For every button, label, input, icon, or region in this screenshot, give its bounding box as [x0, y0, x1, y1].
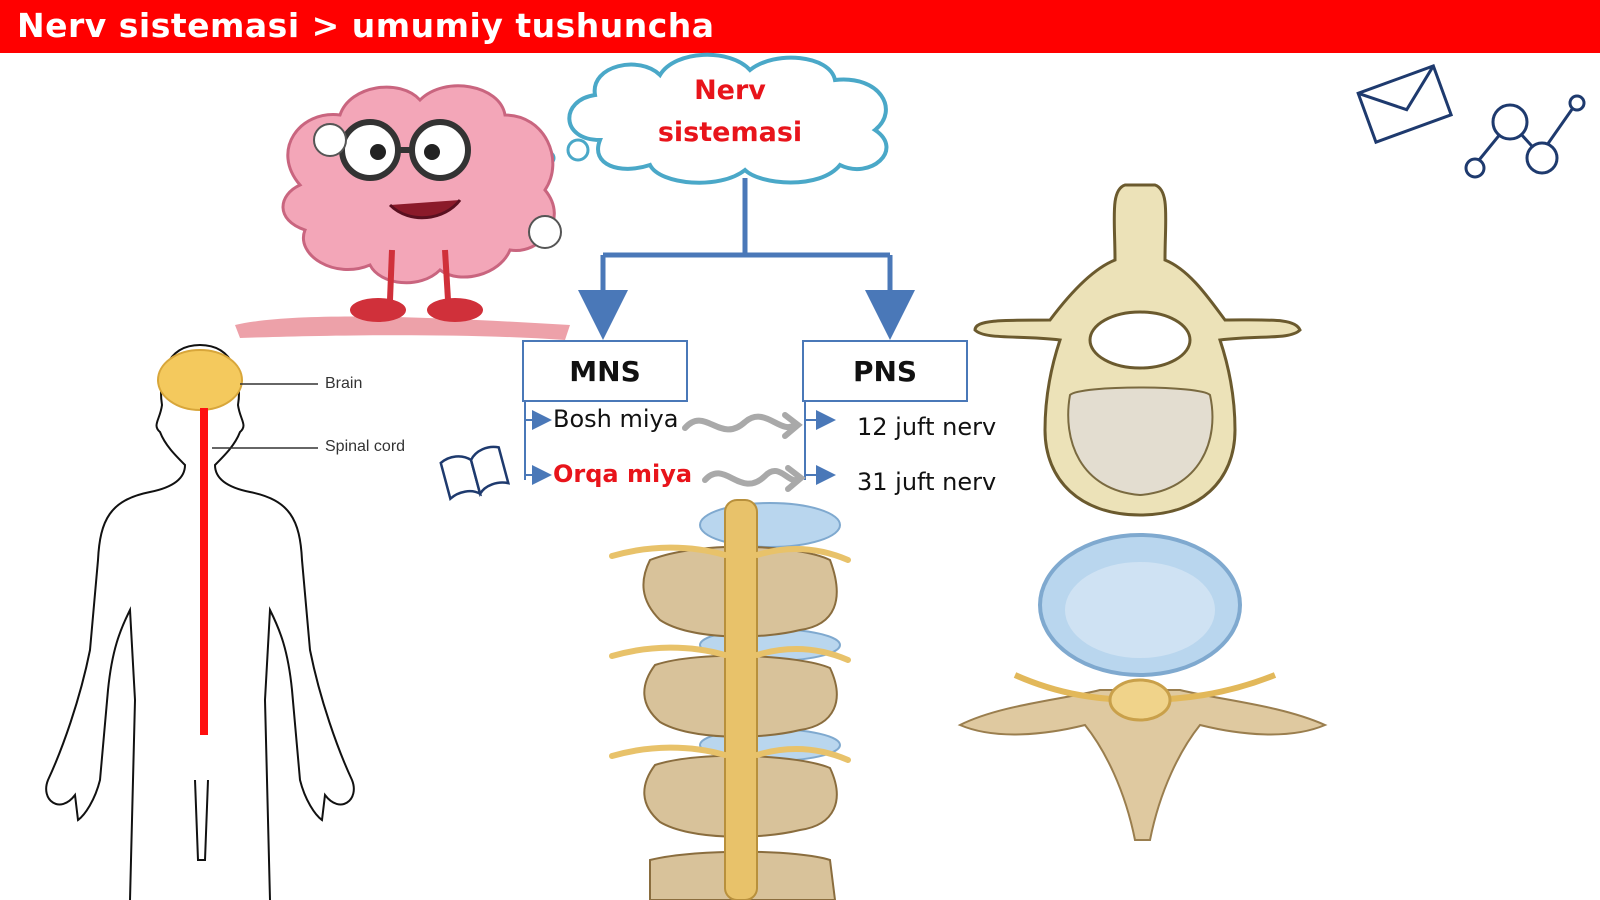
cloud-bubble-1 — [566, 138, 590, 162]
brain-cartoon — [235, 84, 570, 340]
pns-item-spinal: 31 juft nerv — [857, 468, 997, 496]
human-body-diagram — [45, 344, 355, 900]
cloud-line-1: Nerv — [694, 75, 766, 106]
vertebra-disc-view — [957, 533, 1328, 841]
pns-item-cranial: 12 juft nerv — [857, 413, 997, 441]
spinal-cord-label: Spinal cord — [325, 438, 406, 455]
molecule-icon — [1464, 94, 1586, 179]
page-title: Nerv sistemasi > umumiy tushuncha — [17, 6, 715, 45]
mns-item-brain: Bosh miya — [553, 405, 679, 433]
open-book-icon — [439, 445, 511, 501]
cloud-label: Nerv sistemasi — [630, 70, 830, 154]
brain-label: Brain — [325, 375, 363, 392]
title-bar: Nerv sistemasi > umumiy tushuncha — [0, 0, 1600, 53]
pns-box: PNS — [802, 340, 968, 402]
envelope-icon — [1356, 64, 1454, 145]
mns-box: MNS — [522, 340, 688, 402]
cloud-line-2: sistemasi — [657, 117, 803, 148]
mns-item-spinal: Orqa miya — [553, 460, 693, 488]
spine-column — [609, 499, 851, 900]
brain-shape — [157, 349, 243, 411]
tree-connectors — [578, 178, 915, 340]
vertebra-top-view — [973, 183, 1302, 517]
wavy-arrows — [682, 412, 806, 492]
branch-lines — [524, 400, 836, 485]
